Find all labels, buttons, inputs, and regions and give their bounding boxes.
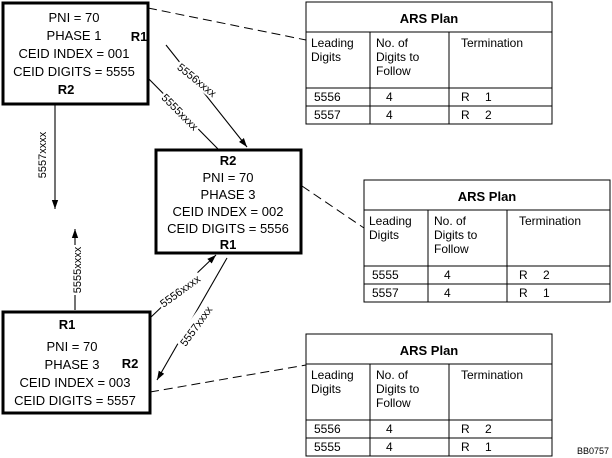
ars-column-header: No. of bbox=[434, 214, 467, 228]
ars-cell-termination-number: 2 bbox=[485, 422, 492, 436]
ars-column-header: Follow bbox=[376, 64, 411, 78]
ars-cell-termination-route: R bbox=[461, 108, 470, 122]
ars-cell-leading-digits: 5557 bbox=[314, 108, 341, 122]
ars-column-header: Digits to bbox=[376, 50, 420, 64]
ars-cell-termination-route: R bbox=[519, 286, 528, 300]
ars-column-header: Leading bbox=[369, 214, 412, 228]
ars-cell-leading-digits: 5556 bbox=[314, 422, 341, 436]
node-middle-line: CEID INDEX = 002 bbox=[173, 204, 284, 219]
ars-cell-digits-to-follow: 4 bbox=[444, 268, 451, 282]
ars-cell-digits-to-follow: 4 bbox=[386, 440, 393, 454]
port-label-r2: R2 bbox=[58, 82, 75, 97]
ars-column-header: Termination bbox=[519, 214, 581, 228]
edge-label-5555-middle-top: 5555xxxx bbox=[159, 92, 201, 134]
node-middle-line: CEID DIGITS = 5556 bbox=[167, 221, 289, 236]
edge-label-5556-top-middle: 5556xxxx bbox=[175, 61, 219, 100]
ars-table-title: ARS Plan bbox=[400, 343, 459, 358]
ars-cell-termination-number: 1 bbox=[543, 286, 550, 300]
ars-column-header: Digits bbox=[311, 382, 341, 396]
ars-cell-leading-digits: 5555 bbox=[314, 440, 341, 454]
ars-cell-leading-digits: 5557 bbox=[372, 286, 399, 300]
ars-column-header: No. of bbox=[376, 368, 409, 382]
ars-table-frame bbox=[305, 333, 553, 457]
node-top-line: CEID DIGITS = 5555 bbox=[13, 64, 135, 79]
ars-cell-termination-number: 1 bbox=[485, 90, 492, 104]
ars-cell-termination-route: R bbox=[461, 90, 470, 104]
ars-column-header: Termination bbox=[461, 368, 523, 382]
ars-table-frame bbox=[305, 1, 553, 125]
ars-column-header: Leading bbox=[311, 368, 354, 382]
port-label-r2: R2 bbox=[220, 153, 237, 168]
ars-column-header: Follow bbox=[376, 396, 411, 410]
leader-line-top bbox=[147, 7, 307, 41]
node-bottom-line: PHASE 3 bbox=[45, 357, 100, 372]
ars-table-title: ARS Plan bbox=[458, 189, 517, 204]
port-label-r1: R1 bbox=[59, 317, 76, 332]
ars-cell-digits-to-follow: 4 bbox=[444, 286, 451, 300]
ars-column-header: No. of bbox=[376, 36, 409, 50]
ars-cell-digits-to-follow: 4 bbox=[386, 108, 393, 122]
leader-line-middle bbox=[301, 185, 365, 229]
edge-label-5557-top-bottom: 5557xxxx bbox=[37, 131, 49, 178]
node-top-line: CEID INDEX = 001 bbox=[19, 46, 130, 61]
ars-table-title: ARS Plan bbox=[400, 11, 459, 26]
node-middle-line: PHASE 3 bbox=[201, 187, 256, 202]
ars-cell-termination-route: R bbox=[519, 268, 528, 282]
figure-id: BB0757 bbox=[577, 446, 609, 456]
edge-label-5556-bottom-middle: 5556xxxx bbox=[158, 273, 203, 310]
node-bottom-line: CEID DIGITS = 5557 bbox=[14, 393, 136, 408]
ars-cell-leading-digits: 5555 bbox=[372, 268, 399, 282]
ars-cell-digits-to-follow: 4 bbox=[386, 422, 393, 436]
node-bottom: R1 PNI = 70 PHASE 3 CEID INDEX = 003 CEI… bbox=[1, 310, 152, 415]
node-top-line: PHASE 1 bbox=[47, 28, 102, 43]
node-top-line: PNI = 70 bbox=[49, 10, 100, 25]
ars-column-header: Digits to bbox=[376, 382, 420, 396]
ars-column-header: Leading bbox=[311, 36, 354, 50]
node-middle-line: PNI = 70 bbox=[203, 170, 254, 185]
ars-cell-digits-to-follow: 4 bbox=[386, 90, 393, 104]
ars-table-frame bbox=[363, 179, 611, 303]
node-middle: R2 PNI = 70 PHASE 3 CEID INDEX = 002 CEI… bbox=[154, 148, 303, 255]
leader-line-bottom bbox=[149, 364, 307, 393]
ars-cell-leading-digits: 5556 bbox=[314, 90, 341, 104]
ars-column-header: Follow bbox=[434, 242, 469, 256]
port-label-r2: R2 bbox=[122, 356, 139, 371]
ars-column-header: Termination bbox=[461, 36, 523, 50]
port-label-r1: R1 bbox=[131, 29, 148, 44]
edge-label-5555-bottom-top: 5555xxxx bbox=[72, 246, 84, 293]
ars-cell-termination-route: R bbox=[461, 440, 470, 454]
ars-cell-termination-number: 1 bbox=[485, 440, 492, 454]
node-top: PNI = 70 PHASE 1 CEID INDEX = 001 CEID D… bbox=[1, 1, 150, 106]
ars-column-header: Digits bbox=[369, 228, 399, 242]
node-bottom-line: CEID INDEX = 003 bbox=[20, 375, 131, 390]
ars-column-header: Digits bbox=[311, 50, 341, 64]
ars-column-header: Digits to bbox=[434, 228, 478, 242]
node-bottom-line: PNI = 70 bbox=[47, 339, 98, 354]
port-label-r1: R1 bbox=[220, 237, 237, 252]
ars-cell-termination-number: 2 bbox=[543, 268, 550, 282]
ars-cell-termination-route: R bbox=[461, 422, 470, 436]
ars-cell-termination-number: 2 bbox=[485, 108, 492, 122]
